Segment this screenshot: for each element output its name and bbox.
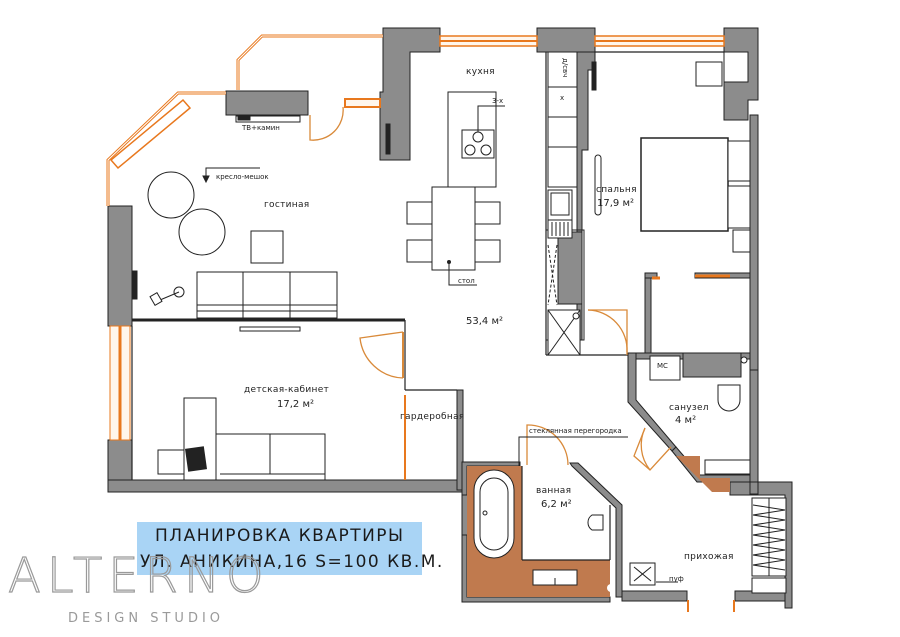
coffee-table [250, 230, 284, 264]
brand-subtitle: DESIGN STUDIO [68, 611, 225, 626]
bedroom-label: спальня [596, 185, 637, 195]
sofa-living [196, 271, 338, 319]
bean-bag-1 [147, 171, 195, 219]
doors [309, 106, 735, 612]
microwave-label: д/свч [561, 58, 569, 78]
wardrobe-label: гардеробная [400, 412, 465, 422]
glass-partition-label: стеклянная перегородка [529, 427, 622, 435]
hallway-label: прихожая [684, 552, 734, 562]
title-line-2: УЛ. АНИКИНА,16 S=100 КВ.М. [140, 552, 444, 572]
title-box: ПЛАНИРОВКА КВАРТИРЫ УЛ. АНИКИНА,16 S=100… [137, 522, 442, 575]
title-line-1: ПЛАНИРОВКА КВАРТИРЫ [155, 526, 405, 546]
bean-bag-2 [178, 208, 226, 256]
bed [640, 137, 729, 232]
pouf-label: пуф [669, 575, 684, 583]
bathroom-label: ванная [536, 486, 572, 496]
fridge-label: х [560, 94, 565, 102]
wc-label: санузел [669, 403, 709, 413]
bedroom-area: 17,9 м² [597, 198, 634, 209]
wc-area: 4 м² [675, 415, 697, 426]
brand-logo: ALTERNO [7, 547, 270, 604]
dining-table [431, 186, 476, 271]
table-label: стол [458, 277, 475, 285]
kids-office-area: 17,2 м² [277, 399, 314, 410]
hob-label: 3-х [492, 97, 504, 105]
tv-fireplace-label: ТВ+камин [242, 124, 280, 132]
common-area-label: 53,4 м² [466, 316, 503, 327]
bathroom-area: 6,2 м² [541, 499, 572, 510]
kids-office-label: детская-кабинет [244, 385, 330, 395]
room-outlines [131, 51, 724, 561]
bean-bag-label: кресло-мешок [216, 173, 269, 181]
ms-label: МС [657, 362, 668, 370]
furniture [132, 51, 787, 594]
leader-lines [202, 105, 678, 583]
windows [106, 34, 725, 441]
kitchen-label: кухня [466, 67, 495, 77]
living-label: гостиная [264, 200, 310, 210]
